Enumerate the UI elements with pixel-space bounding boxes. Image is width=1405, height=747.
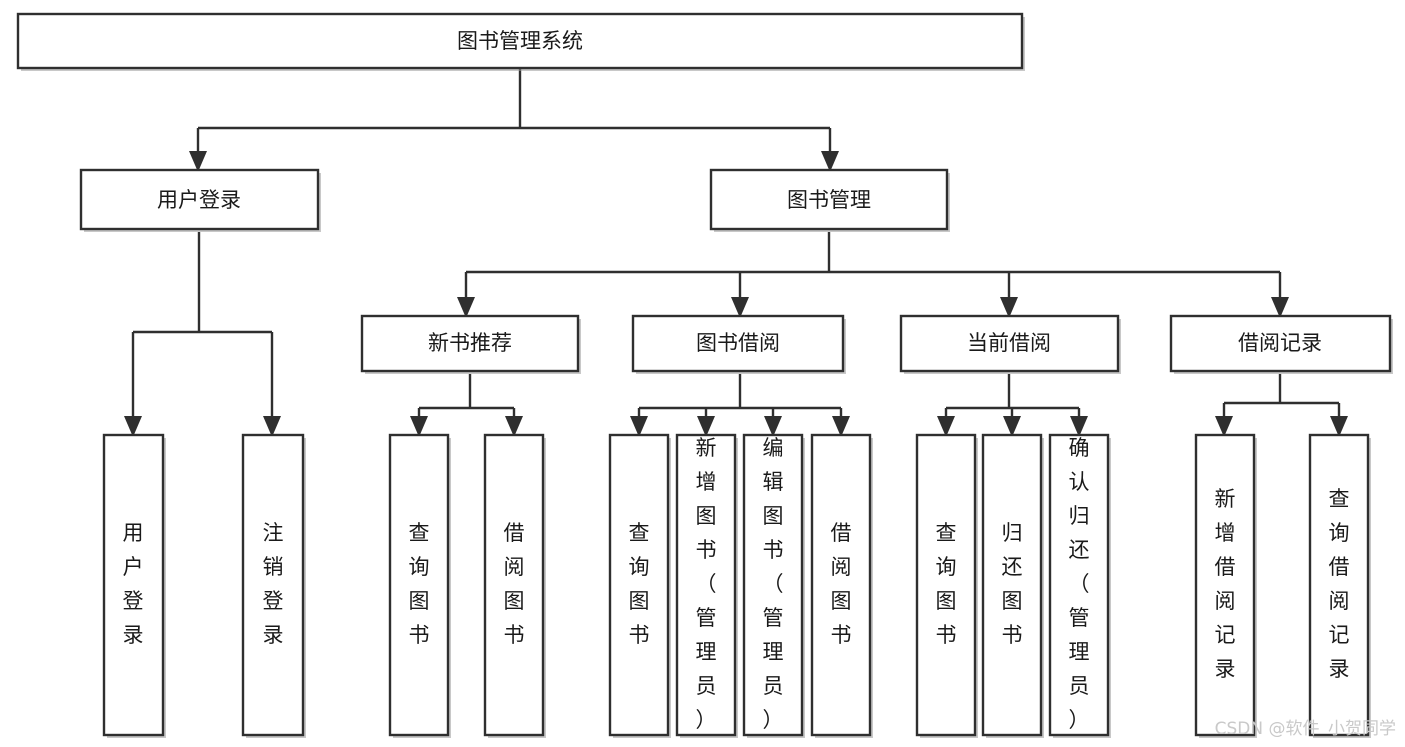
node-user-login-label: 用户登录 (157, 188, 241, 212)
connector-group-current-to-leaves (937, 374, 1088, 437)
connector-group-userlogin-to-leaves (124, 232, 281, 437)
leaf-node[interactable]: 查询图书 (608, 433, 671, 738)
connector-group-record-to-leaves (1215, 374, 1348, 437)
leaf-label: 查询借阅记录 (1329, 487, 1350, 681)
connector-group-newbook-to-leaves (410, 374, 523, 437)
leaf-label: 查询图书 (936, 521, 957, 647)
leaf-node[interactable]: 注销登录 (241, 433, 306, 738)
node-borrow-record[interactable]: 借阅记录 (1169, 314, 1393, 374)
node-root-label: 图书管理系统 (457, 29, 583, 53)
leaf-node[interactable]: 查询借阅记录 (1308, 433, 1371, 738)
leaf-label: 注销登录 (263, 521, 284, 647)
leaf-label: 查询图书 (409, 521, 430, 647)
node-book-management-label: 图书管理 (787, 188, 871, 212)
leaf-label: 确认归还（管理员） (1069, 436, 1090, 732)
leaf-node[interactable]: 查询图书 (388, 433, 451, 738)
leaf-node[interactable]: 借阅图书 (810, 433, 873, 738)
leaf-node[interactable]: 查询图书 (915, 433, 978, 738)
node-book-borrow[interactable]: 图书借阅 (631, 314, 846, 374)
node-book-borrow-label: 图书借阅 (696, 331, 780, 355)
leaf-node[interactable]: 新增借阅记录 (1194, 433, 1257, 738)
leaf-label: 借阅图书 (831, 521, 852, 647)
connector-group-root-to-level1 (189, 68, 839, 172)
leaf-label: 编辑图书（管理员） (763, 436, 784, 732)
connector-group-bookmgmt-to-level2 (457, 232, 1289, 318)
node-user-login[interactable]: 用户登录 (79, 168, 321, 232)
node-new-book-recommend[interactable]: 新书推荐 (360, 314, 581, 374)
leaf-node[interactable]: 借阅图书 (483, 433, 546, 738)
node-current-borrow-label: 当前借阅 (967, 331, 1051, 355)
node-book-management[interactable]: 图书管理 (709, 168, 950, 232)
leaf-label: 新增借阅记录 (1215, 487, 1236, 681)
leaf-node[interactable]: 归还图书 (981, 433, 1044, 738)
leaf-node[interactable]: 编辑图书（管理员） (742, 433, 805, 738)
leaf-node[interactable]: 确认归还（管理员） (1048, 433, 1111, 738)
leaf-label: 用户登录 (123, 521, 144, 647)
watermark: CSDN @软件_小贺同学 (1215, 719, 1396, 739)
leaf-node[interactable]: 新增图书（管理员） (675, 433, 738, 738)
node-borrow-record-label: 借阅记录 (1238, 331, 1322, 355)
leaf-label: 新增图书（管理员） (696, 436, 717, 732)
connector-group-borrow-to-leaves (630, 374, 850, 437)
leaf-label: 查询图书 (629, 521, 650, 647)
leaf-node[interactable]: 用户登录 (102, 433, 166, 738)
leaf-label: 归还图书 (1002, 521, 1023, 647)
leaf-label: 借阅图书 (504, 521, 525, 647)
node-root[interactable]: 图书管理系统 (16, 12, 1025, 71)
node-new-book-recommend-label: 新书推荐 (428, 331, 512, 355)
node-current-borrow[interactable]: 当前借阅 (899, 314, 1121, 374)
